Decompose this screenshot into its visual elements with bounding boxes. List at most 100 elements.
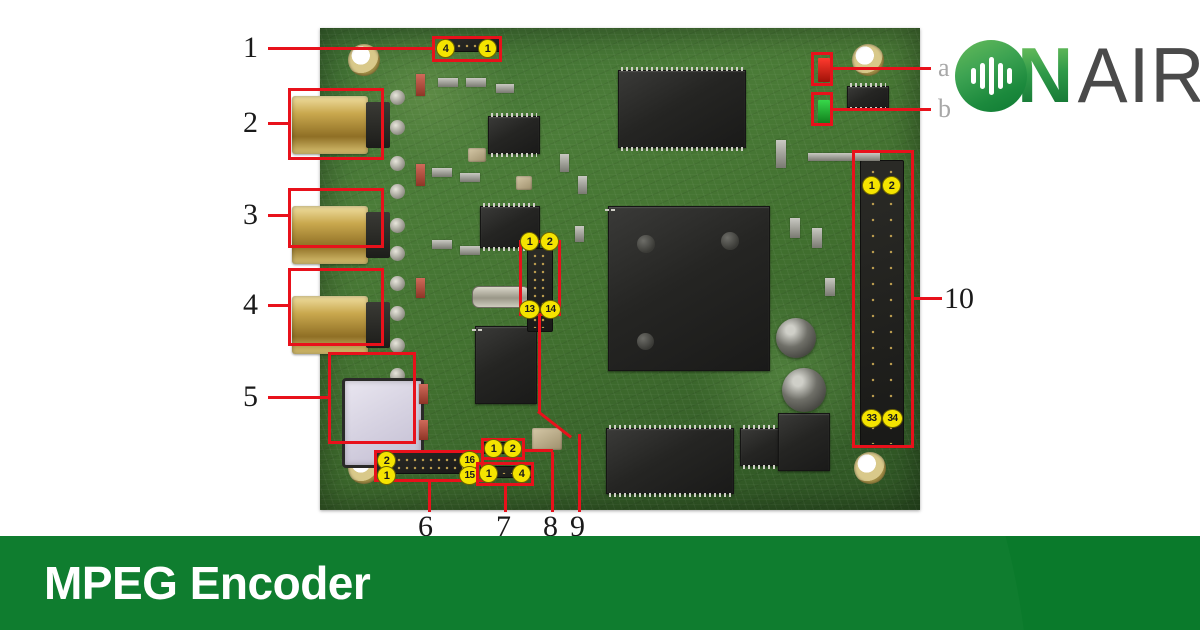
passive-component [575,226,584,242]
solder-pad [390,120,405,135]
passive-component [812,228,822,248]
pin-badge-10-1: 1 [862,176,881,195]
pin-badge-8-2: 2 [503,439,522,458]
ic-marking-dot [637,235,655,253]
callout-leader-4 [268,304,290,307]
pin-badge-9-13: 13 [519,300,540,319]
passive-component [416,74,425,96]
callout-label-9: 9 [570,510,585,543]
callout-box-3 [288,188,384,248]
ceramic-capacitor [532,428,562,450]
callout-box-10 [852,150,914,448]
pin-badge-10-2: 2 [882,176,901,195]
callout-leader-7 [504,486,507,512]
ic-silkscreen-text [619,71,745,147]
passive-component [578,176,587,194]
solder-pad [390,246,405,261]
pin-badge-6-1: 1 [377,466,396,485]
ic-marking-dot [721,232,739,250]
pin-badge-1-4: 4 [436,39,455,58]
callout-leader-b [833,108,931,111]
pin-badge-1-1: 1 [478,39,497,58]
pin-badge-9-2: 2 [540,232,559,251]
page-title: MPEG Encoder [44,557,371,609]
status-led-red [818,58,830,82]
callout-label-5: 5 [243,380,258,413]
callout-leader-9-vert [538,316,541,412]
callout-label-8: 8 [543,510,558,543]
callout-box-a [811,52,833,86]
mounting-hole-top-right [852,44,884,76]
callout-leader-3 [268,214,290,217]
main-processor-ic [605,206,770,371]
solder-pad [390,90,405,105]
solder-pad [390,306,405,321]
passive-component [419,420,428,440]
callout-label-4: 4 [243,288,258,321]
callout-leader-6 [428,482,431,512]
callout-leader-10 [914,297,942,300]
passive-component [825,278,835,296]
callout-box-5 [328,352,416,444]
ic-marking-dot [637,333,654,350]
pin-badge-10-33: 33 [861,409,882,428]
pin-badge-8-1: 1 [484,439,503,458]
regulator-module [778,413,830,471]
memory-ic-top [618,67,746,151]
callout-leader-8-elbow [525,449,553,452]
callout-box-7 [476,462,534,486]
ceramic-capacitor [516,176,532,190]
passive-component [460,173,480,182]
callout-leader-9-tail [578,434,581,512]
pin-badge-7-4: 4 [512,464,531,483]
ceramic-capacitor [468,148,486,162]
rca-jack-top [292,96,390,154]
callout-label-a: a [938,53,950,82]
bottom-banner: MPEG Encoder [0,536,1200,630]
passive-component [416,164,425,186]
solder-pad [390,338,405,353]
callout-box-b [811,92,833,126]
solder-pad [390,276,405,291]
callout-leader-1 [268,47,434,50]
soic-ic-3 [472,326,537,404]
callout-label-2: 2 [243,106,258,139]
callout-leader-a [833,67,931,70]
inductor-coil [776,318,816,358]
header-16pin [375,452,467,474]
callout-leader-5 [268,396,330,399]
callout-label-3: 3 [243,198,258,231]
callout-box-2 [288,88,384,160]
logo-word-air: AIR [1078,31,1200,120]
mounting-hole-bottom-right [854,452,886,484]
pin-badge-9-1: 1 [520,232,539,251]
status-led-green [818,100,830,124]
passive-component [419,384,428,404]
passive-component [432,168,452,177]
callout-box-4 [288,268,384,346]
callout-label-7: 7 [496,510,511,543]
passive-component [438,78,458,87]
callout-label-b: b [938,94,951,123]
callout-label-1: 1 [243,31,258,64]
soic-ic-4 [847,83,889,111]
onair-logo: N AIR [955,31,1200,120]
passive-component [432,240,452,249]
solder-pad [390,184,405,199]
callout-label-10: 10 [944,282,974,315]
electrolytic-capacitor [782,368,826,412]
memory-ic-bottom [606,425,734,497]
edge-trace [808,153,880,161]
callout-box-8 [481,438,525,460]
callout-label-6: 6 [418,510,433,543]
soic-ic-1 [488,113,540,157]
passive-component [496,84,514,93]
passive-component [560,154,569,172]
passive-component [460,246,480,255]
connector-34pin [860,160,904,448]
pin-badge-7-1: 1 [479,464,498,483]
banner-decorative-arc [0,536,1030,630]
callout-leader-2 [268,122,290,125]
pin-badge-9-14: 14 [540,300,561,319]
